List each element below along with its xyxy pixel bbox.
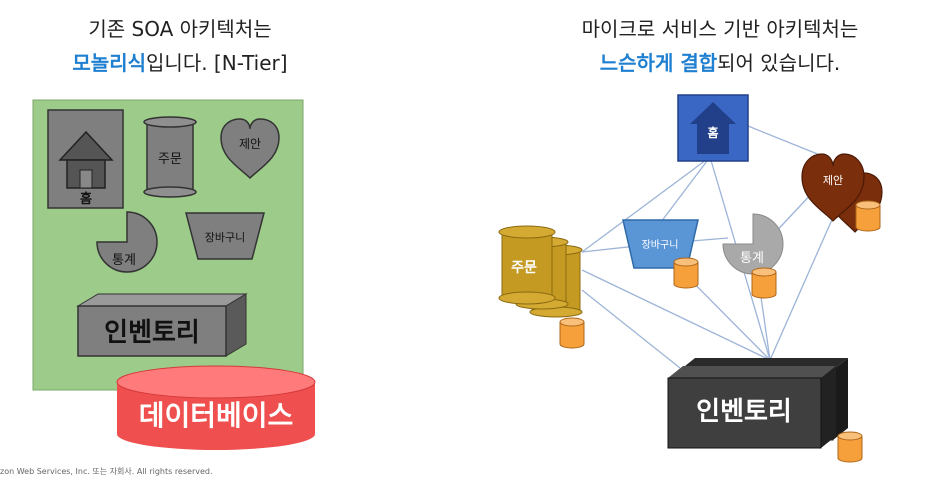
right-stats-label: 통계 <box>740 251 764 266</box>
left-database <box>116 365 316 450</box>
left-inventory-service <box>76 293 248 357</box>
right-home-service <box>677 94 749 162</box>
right-order-service <box>498 225 583 318</box>
stats-db-icon <box>751 267 777 299</box>
right-heading-rest: 되어 있습니다. <box>717 51 841 75</box>
right-heading-line1: 마이크로 서비스 기반 아키텍처는 <box>581 17 859 41</box>
right-stats-service <box>722 213 784 275</box>
left-recommend-label: 제안 <box>239 137 261 151</box>
left-home-label: 홈 <box>80 191 92 207</box>
right-recommend-label: 제안 <box>823 174 843 187</box>
left-heading: 기존 SOA 아키텍처는 모놀리식입니다. [N-Tier] <box>10 12 350 80</box>
copyright-footer: zon Web Services, Inc. 또는 자회사. All right… <box>0 467 213 476</box>
right-home-icon <box>690 102 736 124</box>
order-db-icon <box>559 317 585 349</box>
right-heading-accent: 느슨하게 결합 <box>599 51 718 75</box>
left-heading-rest: 입니다. [N-Tier] <box>146 51 288 75</box>
left-database-label: 데이터베이스 <box>139 399 294 432</box>
left-home-service <box>47 109 124 209</box>
right-heading: 마이크로 서비스 기반 아키텍처는 느슨하게 결합되어 있습니다. <box>520 12 920 80</box>
left-stats-label: 통계 <box>112 253 136 268</box>
right-heading-line2: 느슨하게 결합되어 있습니다. <box>520 46 920 80</box>
service-connectors <box>581 125 839 369</box>
right-cart-label: 장바구니 <box>642 239 679 251</box>
right-home-label: 홈 <box>707 125 718 140</box>
left-cart-label: 장바구니 <box>205 231 245 244</box>
left-heading-accent: 모놀리식 <box>72 51 147 75</box>
inventory-db-icon <box>837 431 863 463</box>
cart-db-icon <box>673 257 699 289</box>
left-heading-line2: 모놀리식입니다. [N-Tier] <box>10 46 350 80</box>
left-cart-service <box>185 212 265 260</box>
left-inventory-label: 인벤토리 <box>104 318 200 348</box>
left-order-label: 주문 <box>158 152 182 167</box>
left-order-service <box>143 116 197 198</box>
left-recommend-service <box>220 118 280 180</box>
right-inventory-service <box>667 358 848 449</box>
left-heading-line1: 기존 SOA 아키텍처는 <box>88 17 272 41</box>
left-stats-service <box>96 211 158 273</box>
recommend-db-icon <box>855 200 881 232</box>
right-inventory-label: 인벤토리 <box>696 397 792 427</box>
right-recommend-service <box>801 153 865 222</box>
right-order-label: 주문 <box>511 260 537 276</box>
